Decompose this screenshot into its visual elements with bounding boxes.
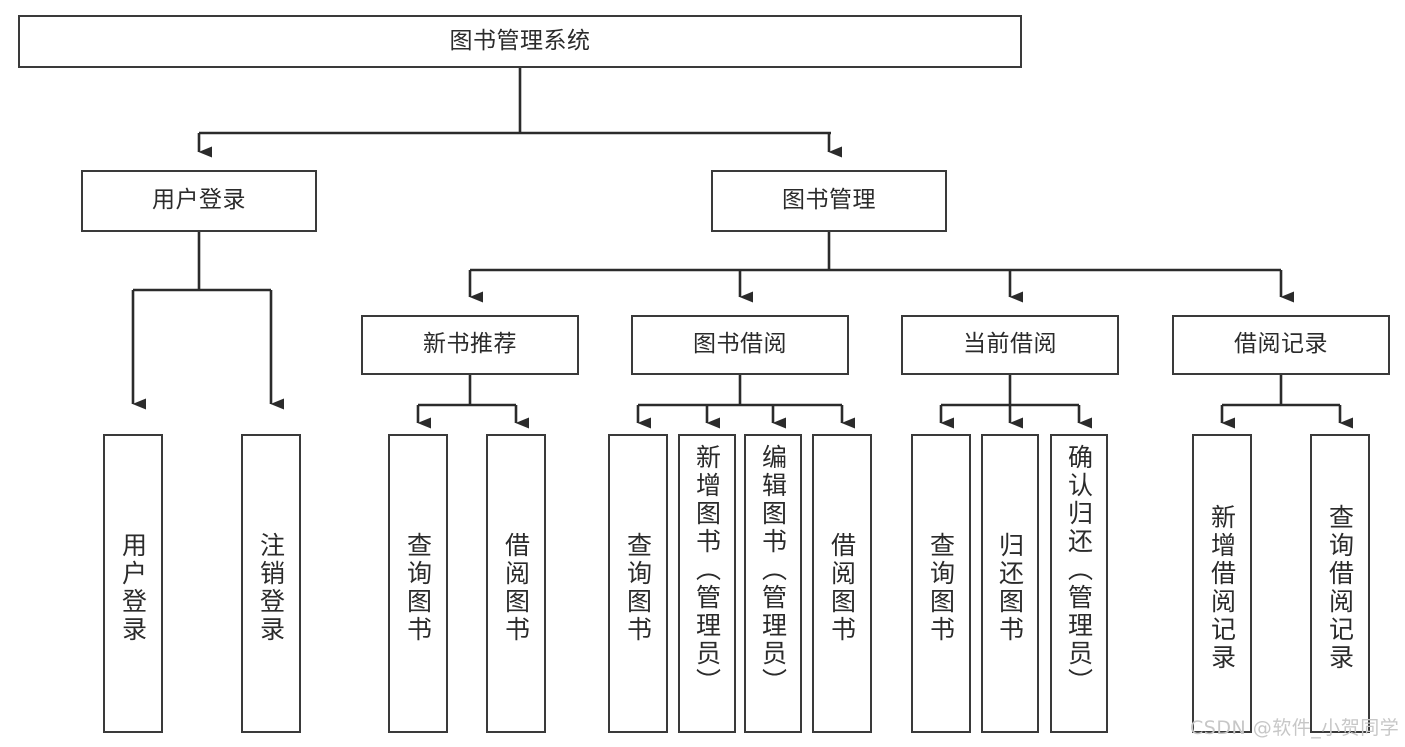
node-new-book-recommend[interactable]: 新书推荐 [361,315,579,375]
node-leaf-user-login-label: 用户登录 [118,531,148,644]
node-leaf-borrow-book-b[interactable]: 借阅图书 [812,434,872,733]
csdn-watermark: CSDN @软件_小贺同学 [1190,717,1400,739]
node-leaf-add-book-admin-label: 新增图书（管理员） [692,444,722,696]
node-leaf-query-book-b-label: 查询图书 [623,531,653,644]
node-book-manage[interactable]: 图书管理 [711,170,947,232]
node-current-borrow[interactable]: 当前借阅 [901,315,1119,375]
node-leaf-return-book[interactable]: 归还图书 [981,434,1039,733]
node-leaf-edit-book-admin-label: 编辑图书（管理员） [758,444,788,696]
node-leaf-query-book-b[interactable]: 查询图书 [608,434,668,733]
node-leaf-edit-book-admin[interactable]: 编辑图书（管理员） [744,434,802,733]
node-leaf-add-book-admin[interactable]: 新增图书（管理员） [678,434,736,733]
node-leaf-add-borrow-record-label: 新增借阅记录 [1207,503,1237,672]
node-borrow-record[interactable]: 借阅记录 [1172,315,1390,375]
node-leaf-confirm-return-admin-label: 确认归还（管理员） [1064,444,1094,696]
node-leaf-query-book-c-label: 查询图书 [926,531,956,644]
node-leaf-borrow-book-a-label: 借阅图书 [501,531,531,644]
node-leaf-return-book-label: 归还图书 [995,531,1025,644]
node-current-borrow-label: 当前借阅 [963,331,1057,358]
node-leaf-query-book-a-label: 查询图书 [403,531,433,644]
node-leaf-query-borrow-record[interactable]: 查询借阅记录 [1310,434,1370,733]
node-leaf-confirm-return-admin[interactable]: 确认归还（管理员） [1050,434,1108,733]
node-book-borrow-label: 图书借阅 [693,331,787,358]
node-user-login[interactable]: 用户登录 [81,170,317,232]
node-root-label: 图书管理系统 [449,27,591,54]
node-book-manage-label: 图书管理 [782,187,876,214]
node-borrow-record-label: 借阅记录 [1234,331,1328,358]
node-leaf-user-login[interactable]: 用户登录 [103,434,163,733]
node-new-book-recommend-label: 新书推荐 [423,331,517,358]
node-leaf-logout[interactable]: 注销登录 [241,434,301,733]
node-leaf-query-borrow-record-label: 查询借阅记录 [1325,503,1355,672]
node-leaf-query-book-c[interactable]: 查询图书 [911,434,971,733]
node-leaf-query-book-a[interactable]: 查询图书 [388,434,448,733]
node-leaf-borrow-book-b-label: 借阅图书 [827,531,857,644]
node-book-borrow[interactable]: 图书借阅 [631,315,849,375]
node-root[interactable]: 图书管理系统 [18,15,1022,68]
node-leaf-add-borrow-record[interactable]: 新增借阅记录 [1192,434,1252,733]
node-leaf-borrow-book-a[interactable]: 借阅图书 [486,434,546,733]
node-leaf-logout-label: 注销登录 [256,531,286,644]
node-user-login-label: 用户登录 [152,187,246,214]
